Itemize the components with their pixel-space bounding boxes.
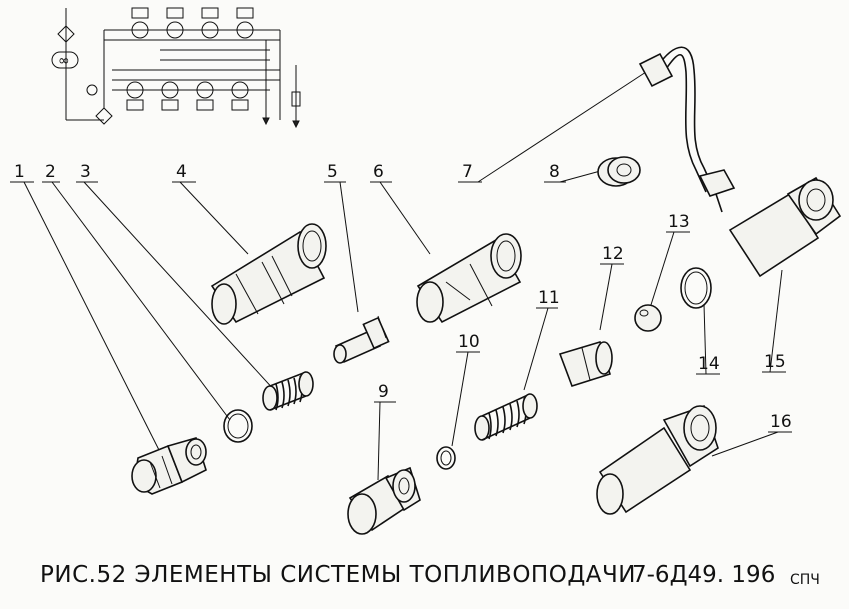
callout-8: 8 <box>549 162 560 182</box>
part-5-valve <box>333 315 390 364</box>
callout-10: 10 <box>458 332 480 352</box>
caption-code: 7-6Д49. 196 <box>632 562 776 588</box>
part-10-ring <box>436 446 456 470</box>
svg-text:∞: ∞ <box>58 53 70 69</box>
part-15-hex-adapter <box>728 176 842 278</box>
callout-9: 9 <box>378 382 389 402</box>
callout-11: 11 <box>538 288 560 308</box>
callout-16: 16 <box>770 412 792 432</box>
part-12-sleeve <box>558 341 613 387</box>
part-3-spring <box>262 371 314 411</box>
part-7-fuel-pipe <box>638 46 736 213</box>
part-2-seal-ring <box>223 409 253 443</box>
callout-7: 7 <box>462 162 473 182</box>
part-4-body-housing <box>210 223 327 325</box>
part-14-ring <box>680 267 712 309</box>
part-6-nozzle-body <box>416 233 522 324</box>
callout-4: 4 <box>176 162 187 182</box>
callout-numbers: 1 2 3 4 5 6 7 8 9 10 11 12 13 14 15 16 <box>14 162 792 432</box>
leader-lines <box>10 71 792 481</box>
callout-13: 13 <box>668 212 690 232</box>
figure-caption: РИС.52 ЭЛЕМЕНТЫ СИСТЕМЫ ТОПЛИВОПОДАЧИ 7-… <box>0 560 849 600</box>
caption-title: РИС.52 ЭЛЕМЕНТЫ СИСТЕМЫ ТОПЛИВОПОДАЧИ <box>40 562 636 588</box>
part-13-ball <box>634 304 662 332</box>
fuel-system-schematic: ∞ <box>51 7 301 129</box>
callout-15: 15 <box>764 352 786 372</box>
callout-14: 14 <box>698 354 720 374</box>
part-8-washer <box>597 156 641 187</box>
callout-2: 2 <box>45 162 56 182</box>
part-16-adapter <box>596 404 719 515</box>
part-9-fitting <box>347 466 421 535</box>
callout-1: 1 <box>14 162 25 182</box>
callout-6: 6 <box>373 162 384 182</box>
callout-12: 12 <box>602 244 624 264</box>
callout-3: 3 <box>80 162 91 182</box>
part-1-union-fitting <box>131 437 207 495</box>
callout-5: 5 <box>327 162 338 182</box>
part-11-spring <box>474 393 538 441</box>
caption-suffix: СПЧ <box>790 572 820 588</box>
